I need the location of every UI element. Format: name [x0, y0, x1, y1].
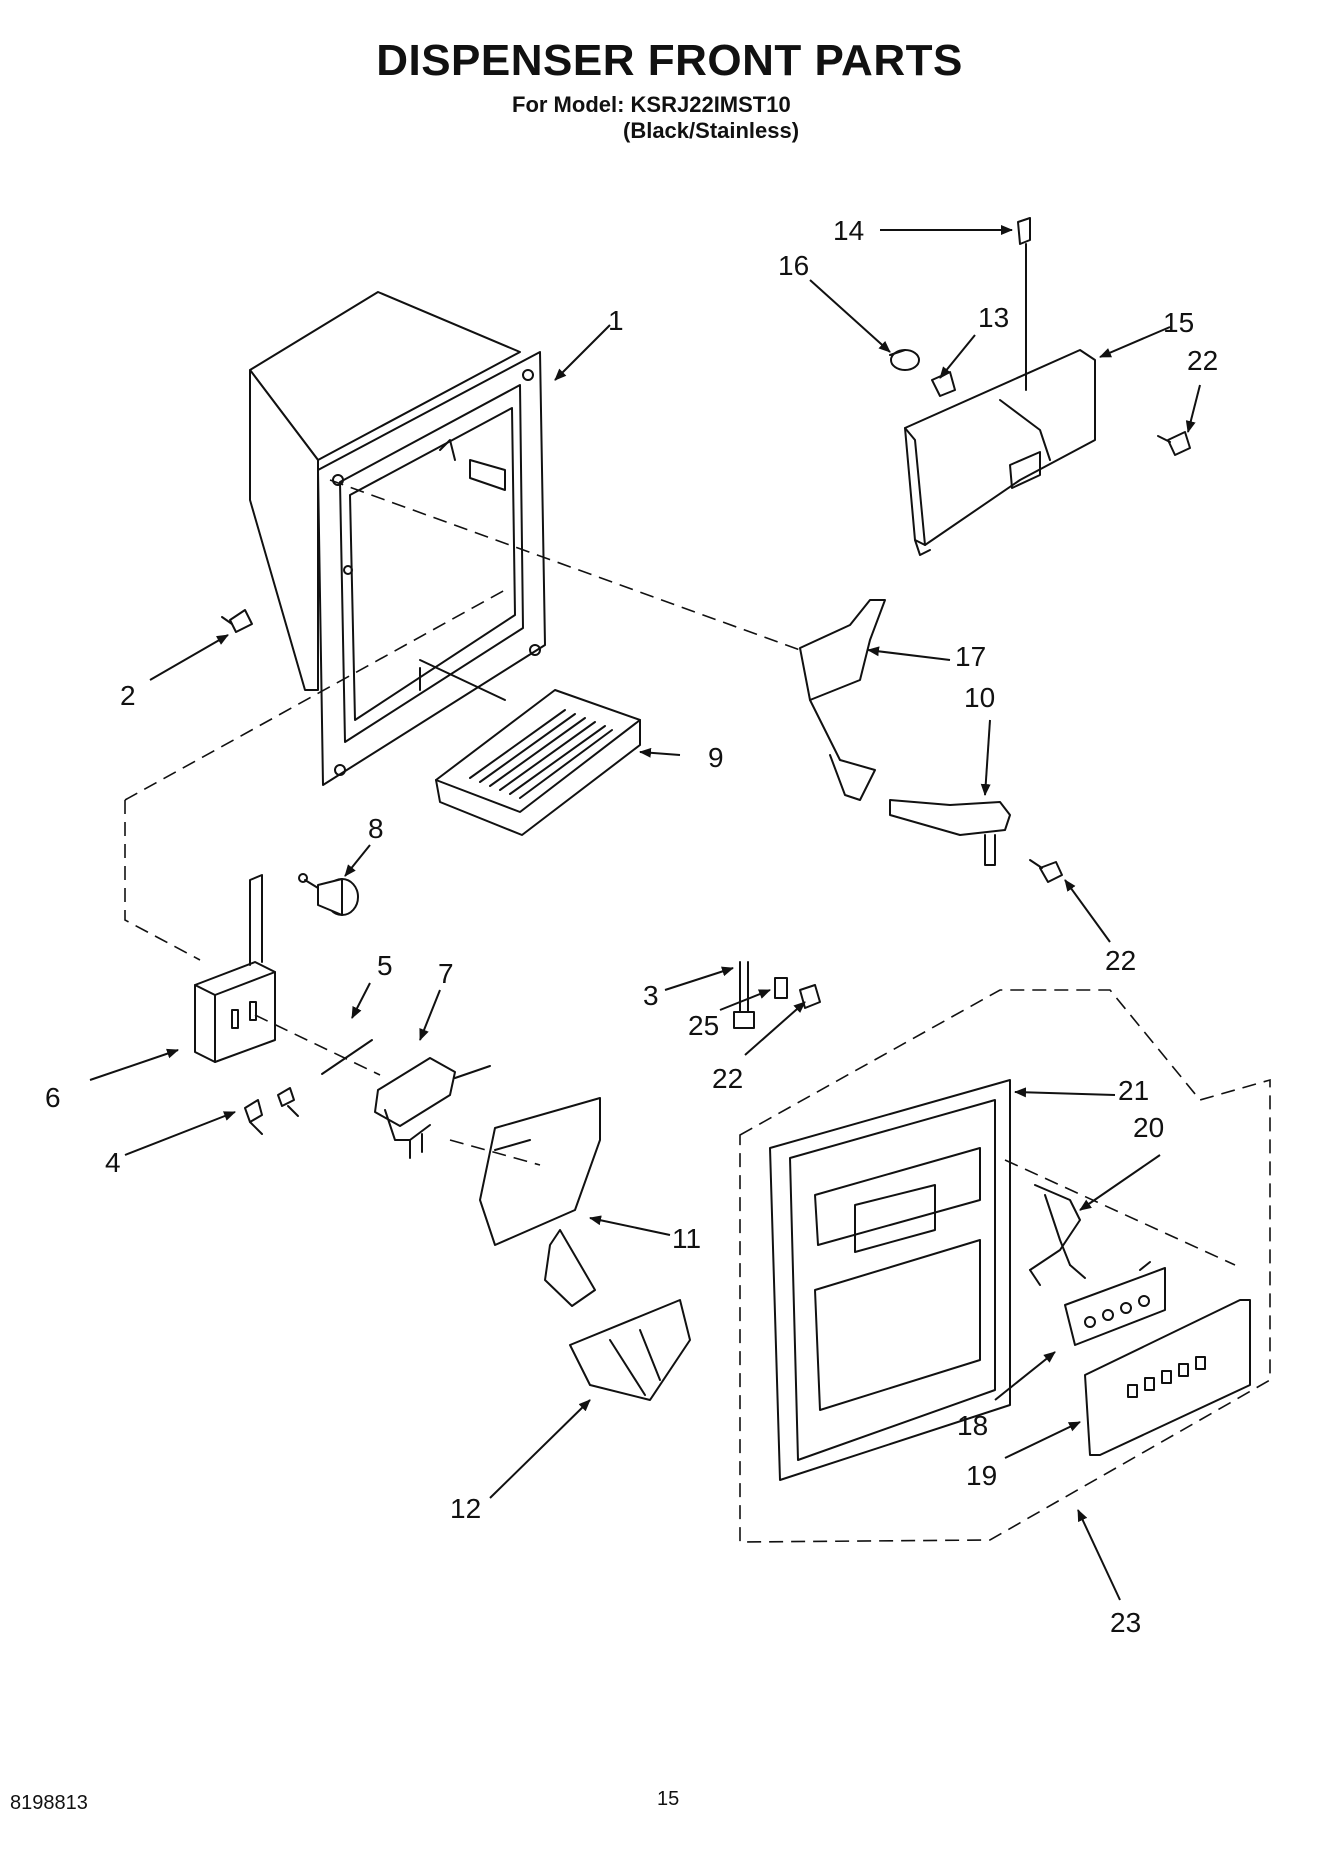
page-number: 15 [657, 1788, 680, 1810]
part-4-springs [244, 1087, 299, 1135]
callout-9: 9 [708, 742, 724, 773]
callout-20: 20 [1133, 1112, 1164, 1143]
callout-19: 19 [966, 1460, 997, 1491]
callout-17: 17 [955, 641, 986, 672]
callout-22-a: 22 [1187, 345, 1218, 376]
leader-dash-e [449, 1139, 541, 1166]
callout-5: 5 [377, 950, 393, 981]
color-line: (Black/Stainless) [623, 118, 800, 143]
callout-1: 1 [608, 305, 624, 336]
part-19-overlay [1084, 1299, 1251, 1456]
part-8-solenoid [298, 873, 359, 916]
leader-dash-c [124, 800, 201, 961]
document-number: 8198813 [10, 1792, 88, 1814]
callout-25: 25 [688, 1010, 719, 1041]
callout-11: 11 [672, 1223, 701, 1254]
page-title: DISPENSER FRONT PARTS [376, 36, 963, 85]
part-21-panel [769, 1079, 1011, 1481]
leader-dash-d [254, 1014, 381, 1076]
screw-2 [221, 609, 253, 633]
part-18-board [1064, 1261, 1166, 1346]
leader-dash-a [329, 479, 801, 651]
grille-part [435, 689, 641, 836]
callout-3: 3 [643, 980, 659, 1011]
part-12-drip-cup [569, 1299, 691, 1401]
callout-10: 10 [964, 682, 995, 713]
part-25-clip [774, 977, 788, 999]
callout-22-c: 22 [712, 1063, 743, 1094]
callout-2: 2 [120, 680, 136, 711]
part-16-cap [889, 349, 920, 371]
callout-4: 4 [105, 1147, 121, 1178]
callout-6: 6 [45, 1082, 61, 1113]
callout-18: 18 [957, 1410, 988, 1441]
part-14-switch [1017, 217, 1031, 391]
model-line: For Model: KSRJ22IMST10 [512, 92, 791, 117]
callout-15: 15 [1163, 307, 1194, 338]
callout-7: 7 [438, 958, 454, 989]
callout-16: 16 [778, 250, 809, 281]
leader-dash-b [124, 589, 506, 801]
part-6-module [194, 874, 276, 1063]
housing-part [249, 291, 546, 786]
part-17-bracket [799, 599, 886, 801]
part-3-contact [733, 961, 755, 1029]
callout-22-b: 22 [1105, 945, 1136, 976]
callout-12: 12 [450, 1493, 481, 1524]
part-7-actuator [374, 1057, 491, 1159]
part-20-wiring [1029, 1184, 1086, 1286]
leader-dash-f [1004, 1159, 1236, 1266]
part-11-lever [479, 1097, 601, 1307]
callout-8: 8 [368, 813, 384, 844]
callout-23: 23 [1110, 1607, 1141, 1638]
callout-13: 13 [978, 302, 1009, 333]
callout-14: 14 [833, 215, 864, 246]
callout-21: 21 [1118, 1075, 1149, 1106]
part-13-lamp [931, 371, 956, 397]
part-15-housing [904, 349, 1096, 556]
screw-22a [1157, 431, 1191, 456]
part-10-switch [889, 799, 1011, 866]
kit-23-boundary [739, 989, 1271, 1543]
part-5-pin [321, 1039, 373, 1075]
screw-22b [1029, 859, 1063, 883]
